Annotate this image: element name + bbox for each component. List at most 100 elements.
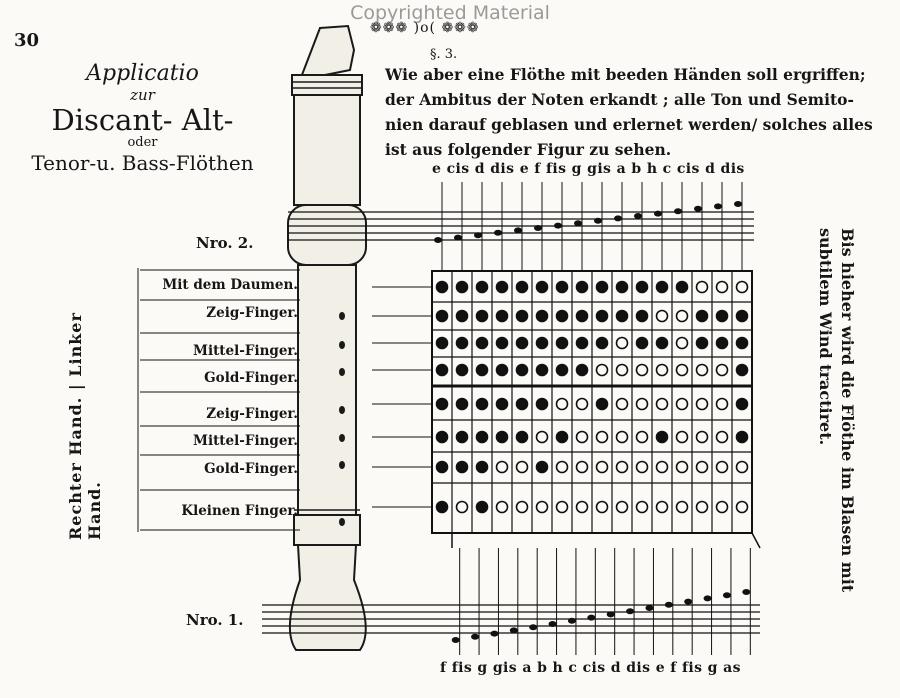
top-note [534, 225, 542, 231]
body-line-3: nien darauf geblasen und erlernet werden… [385, 115, 873, 134]
hole-closed [735, 430, 749, 444]
hole-closed [495, 336, 509, 350]
hole-closed [435, 363, 449, 377]
bottom-note [529, 624, 538, 631]
section-mark: §. 3. [430, 47, 458, 62]
bottom-note [664, 601, 673, 608]
finger-label-right-ring: Gold-Finger. [204, 461, 298, 477]
hole-closed [475, 430, 489, 444]
top-note [734, 201, 742, 207]
top-note [674, 208, 682, 215]
hole-open [595, 363, 609, 377]
hole-open [515, 460, 529, 474]
hole-open [635, 363, 649, 377]
hole-closed [655, 336, 669, 350]
hole-open [595, 460, 609, 474]
hole-open [555, 500, 569, 514]
hole-open [715, 280, 729, 294]
finger-label-left-index: Zeig-Finger. [206, 305, 298, 321]
top-note [654, 210, 662, 217]
hole-open [715, 460, 729, 474]
hole-open [735, 280, 749, 294]
hole-closed [595, 336, 609, 350]
hole-closed [535, 460, 549, 474]
hole-closed [555, 363, 569, 377]
top-note [594, 217, 602, 224]
hole-open [495, 460, 509, 474]
hole-open [575, 460, 589, 474]
hole-open [595, 430, 609, 444]
hole-closed [515, 363, 529, 377]
hole-closed [455, 430, 469, 444]
hole-closed [475, 460, 489, 474]
hole-open [695, 430, 709, 444]
bottom-note [626, 608, 635, 615]
hole-open [575, 430, 589, 444]
hole-open [615, 500, 629, 514]
hole-open [735, 460, 749, 474]
body-line-2: der Ambitus der Noten erkandt ; alle Ton… [385, 90, 854, 109]
hole-open [715, 397, 729, 411]
hole-open [675, 363, 689, 377]
hole-open [655, 397, 669, 411]
hole-open [675, 500, 689, 514]
title-line-1: Applicatio [86, 61, 199, 86]
top-note [574, 220, 582, 227]
watermark: Copyrighted Material [350, 2, 550, 24]
hole-closed [455, 336, 469, 350]
nro-1-label: Nro. 1. [186, 611, 244, 629]
hole-closed [655, 280, 669, 294]
hole-closed [695, 309, 709, 323]
hole-closed [435, 397, 449, 411]
hole-closed [515, 280, 529, 294]
top-note [474, 232, 482, 239]
hole-closed [475, 363, 489, 377]
hole-closed [515, 397, 529, 411]
hole-closed [455, 363, 469, 377]
hole-open [655, 500, 669, 514]
hole-closed [595, 280, 609, 294]
hole-closed [515, 430, 529, 444]
hole-closed [535, 336, 549, 350]
bottom-note [587, 614, 596, 621]
bottom-note [606, 611, 615, 618]
bottom-note [451, 637, 460, 643]
hole-closed [735, 336, 749, 350]
bottom-note [722, 592, 731, 599]
hole-closed [535, 309, 549, 323]
nro-2-label: Nro. 2. [196, 234, 254, 252]
hole-closed [515, 309, 529, 323]
hole-closed [635, 336, 649, 350]
bottom-note [490, 630, 499, 637]
hole-closed [695, 336, 709, 350]
hole-open [695, 460, 709, 474]
top-note [554, 222, 562, 229]
hole-closed [715, 336, 729, 350]
hole-open [455, 500, 469, 514]
page-number: 30 [14, 30, 40, 51]
hole-closed [575, 336, 589, 350]
hole-open [675, 460, 689, 474]
top-note [494, 229, 502, 236]
recorder-illustration [287, 24, 367, 651]
hole-closed [435, 500, 449, 514]
hole-closed [495, 430, 509, 444]
hole-closed [495, 309, 509, 323]
hole-closed [595, 309, 609, 323]
hole-closed [435, 336, 449, 350]
hole-open [735, 500, 749, 514]
hole-open [655, 363, 669, 377]
title-line-4: oder [127, 135, 158, 150]
hole-open [555, 460, 569, 474]
hole-open [715, 500, 729, 514]
hole-closed [455, 397, 469, 411]
hole-closed [735, 309, 749, 323]
title-line-3: Discant- Alt- [51, 103, 234, 137]
hole-open [535, 430, 549, 444]
hole-closed [555, 430, 569, 444]
finger-label-left-middle: Mittel-Finger. [193, 343, 298, 359]
hole-closed [655, 430, 669, 444]
top-note [454, 234, 462, 241]
hole-closed [475, 500, 489, 514]
